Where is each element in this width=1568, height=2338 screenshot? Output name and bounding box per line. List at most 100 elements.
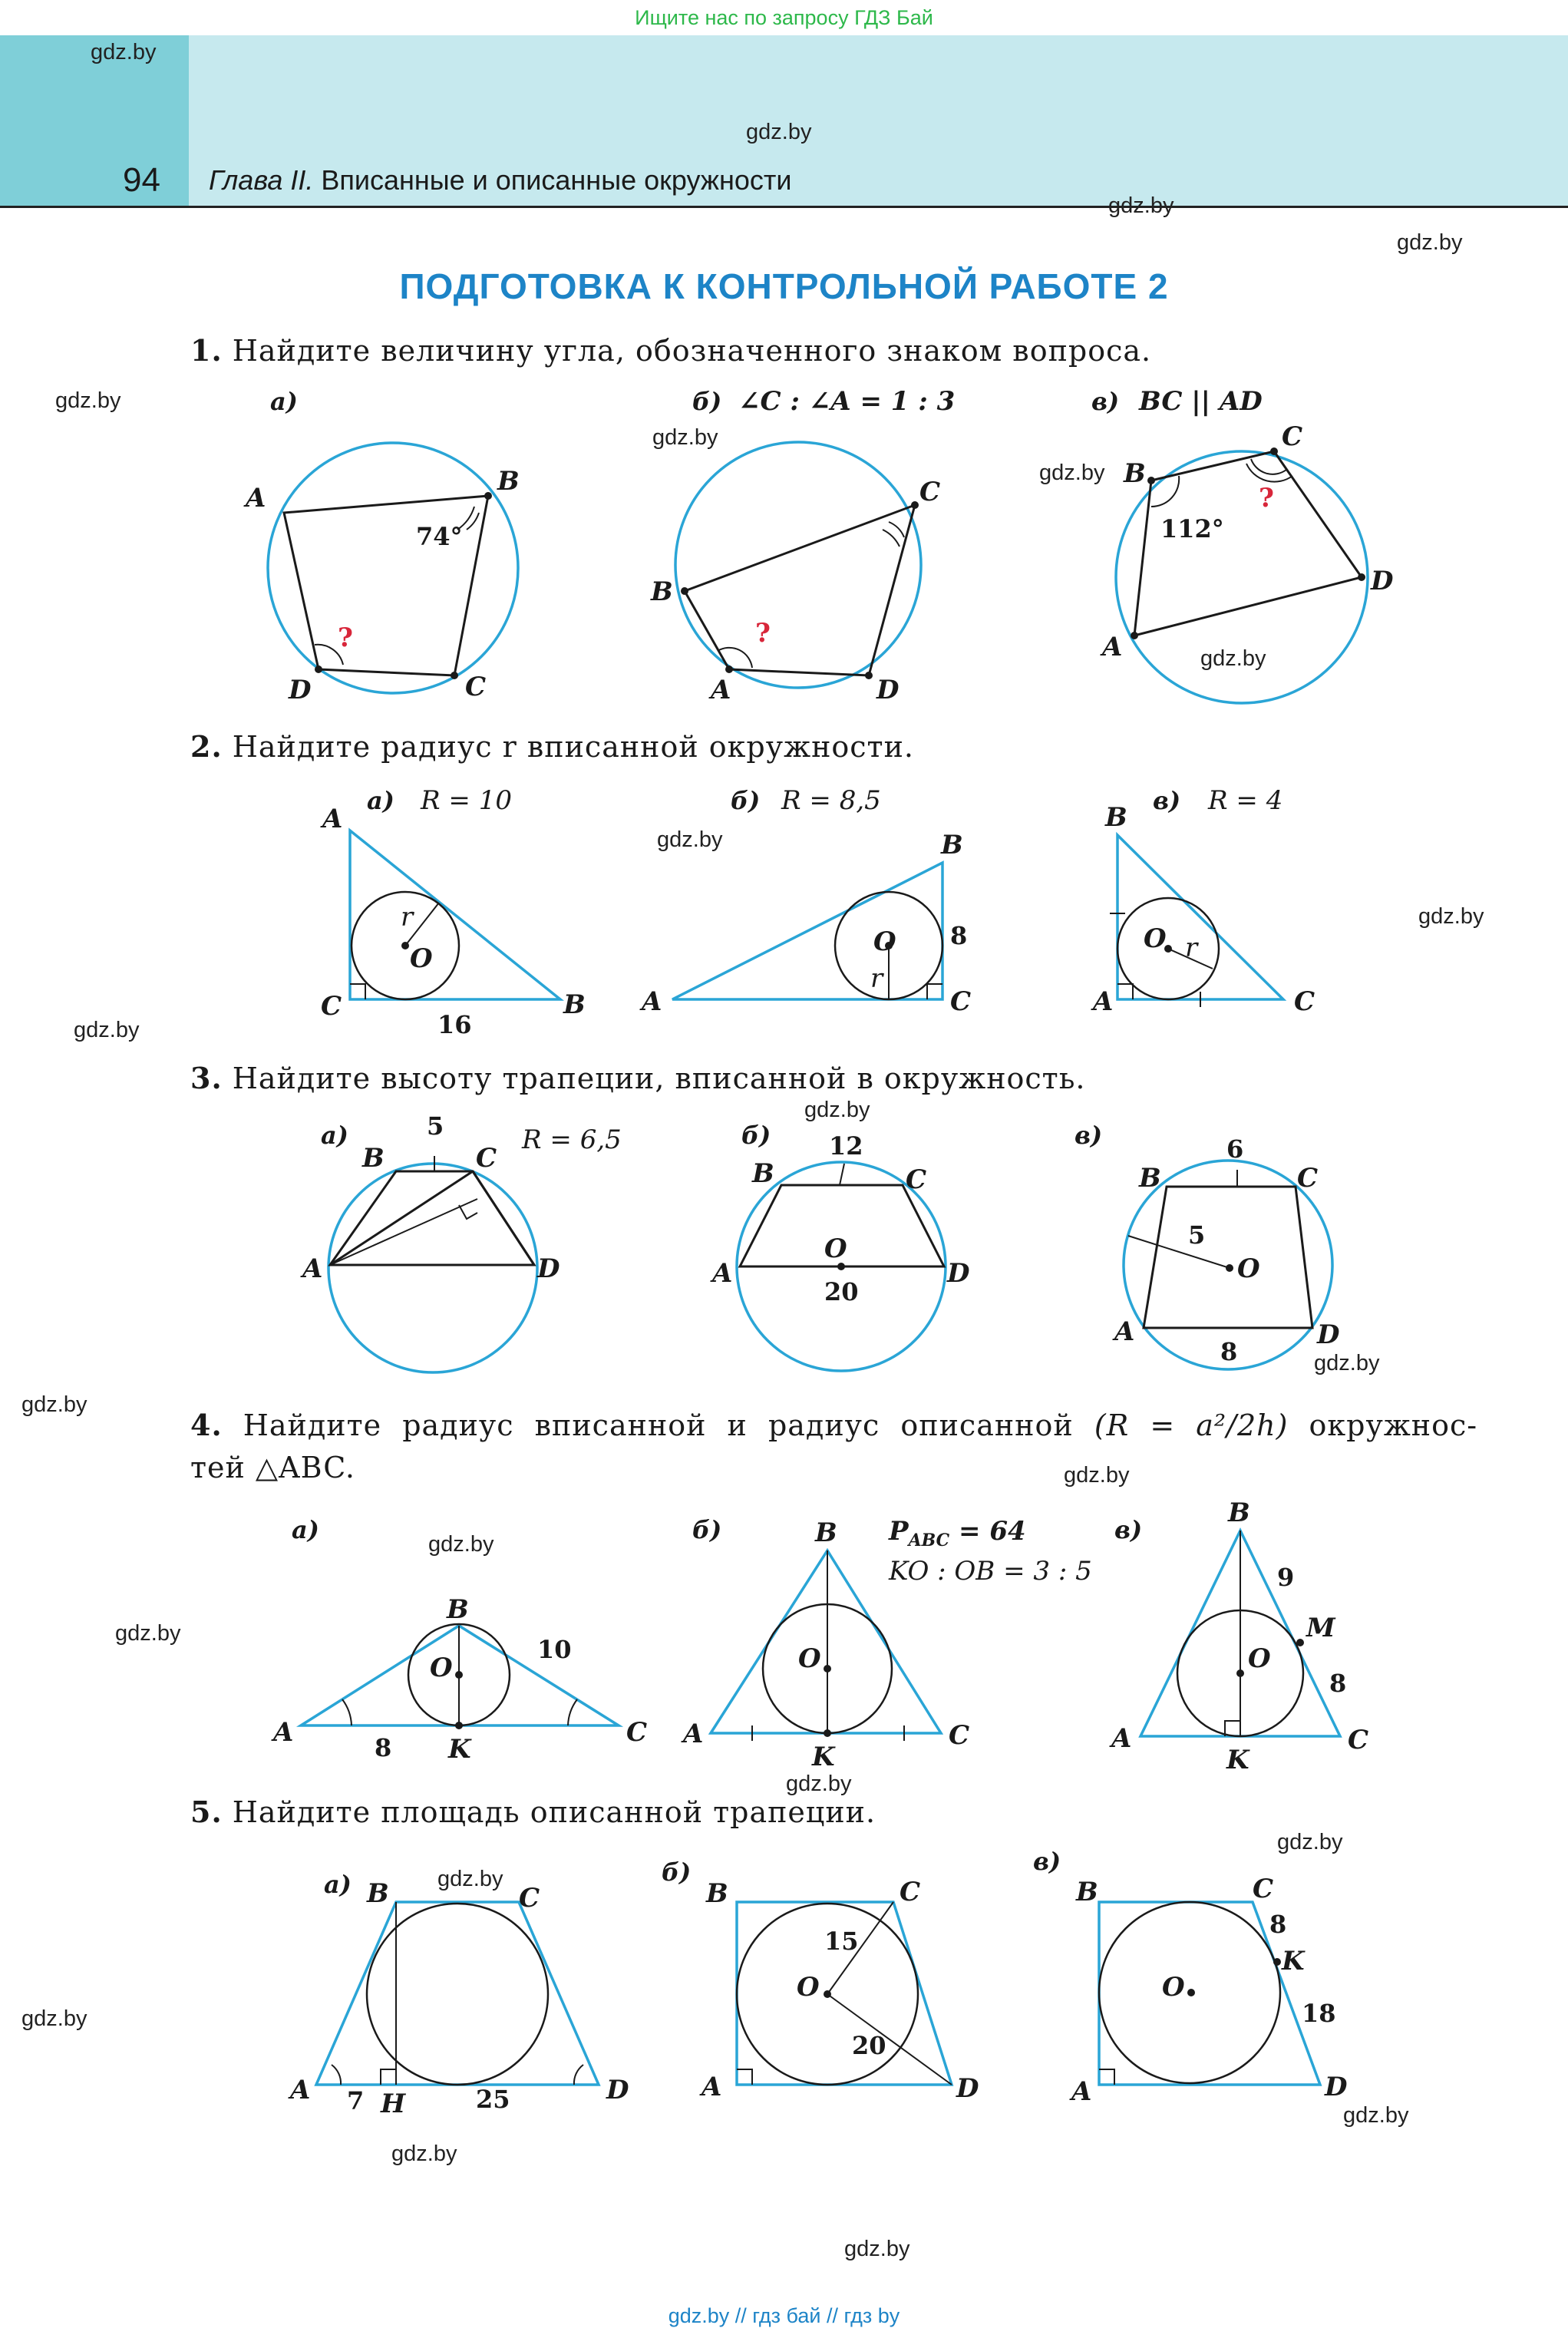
side-length: 10 (537, 1635, 572, 1664)
watermark: gdz.by (1108, 193, 1174, 218)
watermark: gdz.by (437, 1867, 503, 1891)
svg-text:C: C (1294, 986, 1315, 1017)
task-text: Найдите площадь описанной трапеции. (232, 1795, 876, 1829)
watermark: gdz.by (804, 1098, 870, 1122)
bottom-base: 20 (824, 1277, 859, 1306)
svg-text:D: D (288, 675, 312, 705)
task-text: Найдите величину угла, обозначенного зна… (232, 334, 1152, 368)
condition: BC || AD (1138, 386, 1263, 417)
figure-3a: а) R = 6,5 B C A D 5 (300, 1111, 622, 1374)
top-base: 6 (1226, 1134, 1243, 1164)
angle-value: 74° (416, 522, 463, 551)
svg-text:O: O (1237, 1253, 1260, 1284)
bottom-base: 8 (1220, 1337, 1237, 1366)
condition: R = 6,5 (521, 1124, 622, 1155)
figure-5c: в) B C A D O K 8 18 (1033, 1847, 1348, 2107)
section-title: ПОДГОТОВКА К КОНТРОЛЬНОЙ РАБОТЕ 2 (399, 266, 1169, 306)
watermark: gdz.by (1277, 1830, 1343, 1854)
part-label: б) (692, 387, 721, 416)
watermark: gdz.by (21, 1392, 87, 1417)
perimeter-symbol: P (888, 1516, 909, 1547)
watermark: gdz.by (1397, 230, 1463, 255)
figure-2a: а) R = 10 A C B O r 16 (320, 785, 586, 1039)
svg-text:C: C (919, 477, 940, 507)
svg-text:B: B (497, 466, 520, 497)
svg-text:A: A (1112, 1316, 1134, 1347)
base-length: 8 (375, 1733, 391, 1762)
watermark: gdz.by (1314, 1351, 1380, 1375)
condition: R = 4 (1207, 785, 1282, 816)
question-mark: ? (1259, 483, 1274, 514)
svg-text:A: A (710, 1258, 732, 1289)
figure-5b: б) B C A D O 15 20 (662, 1858, 979, 2104)
svg-text:A: A (681, 1719, 703, 1749)
figure-3c: в) B C A D O 6 5 8 (1074, 1121, 1340, 1371)
segment-oc: 15 (824, 1927, 859, 1956)
svg-text:O: O (1144, 923, 1167, 954)
segment-bm: 9 (1277, 1563, 1294, 1592)
svg-text:B: B (751, 1158, 774, 1189)
figure-2c: в) R = 4 B A C O r (1091, 785, 1315, 1017)
svg-text:C: C (1348, 1725, 1368, 1755)
svg-text:B: B (705, 1878, 728, 1909)
watermark: gdz.by (844, 2237, 910, 2261)
task-text: Найдите радиус r вписанной окружности. (232, 730, 914, 764)
segment-hd: 25 (476, 2085, 510, 2114)
svg-text:H: H (380, 2089, 407, 2119)
segment-od: 20 (852, 2031, 886, 2060)
svg-text:D: D (1324, 2072, 1348, 2102)
task-number: 4. (190, 1408, 223, 1442)
task-text: Найдите радиус вписанной и радиус описан… (243, 1408, 1074, 1442)
svg-text:B: B (361, 1143, 385, 1174)
question-mark: ? (755, 618, 771, 649)
svg-text:A: A (1069, 2076, 1091, 2107)
svg-text:K: K (1226, 1745, 1250, 1775)
svg-text:C: C (519, 1883, 540, 1914)
svg-text:A: A (1109, 1723, 1131, 1754)
segment-mc: 8 (1329, 1669, 1346, 1698)
watermark: gdz.by (1039, 461, 1105, 485)
svg-text:A: A (271, 1717, 293, 1748)
part-label: а) (321, 1121, 348, 1150)
svg-text:A: A (1091, 986, 1113, 1017)
svg-text:A: A (320, 804, 342, 834)
svg-text:A: A (708, 675, 731, 705)
svg-text:D: D (1370, 566, 1394, 596)
part-label: в) (1091, 387, 1119, 416)
svg-text:B: B (1227, 1498, 1250, 1528)
svg-text:A: A (699, 2072, 721, 2102)
task-1: 1. Найдите величину угла, обозначенного … (190, 333, 1151, 368)
ratio-condition: KO : OB = 3 : 5 (888, 1556, 1092, 1587)
part-label: б) (662, 1858, 691, 1887)
perimeter-condition: PABC = 64 (888, 1516, 1026, 1550)
svg-text:C: C (949, 1720, 969, 1751)
condition: ∠C : ∠A = 1 : 3 (738, 386, 955, 417)
svg-text:C: C (1253, 1874, 1273, 1904)
task-text-end: окружнос- (1309, 1408, 1478, 1442)
svg-text:D: D (1316, 1319, 1340, 1350)
part-label: а) (324, 1870, 352, 1899)
svg-text:M: M (1306, 1613, 1336, 1643)
watermark: gdz.by (428, 1532, 494, 1557)
radius-value: 5 (1188, 1220, 1205, 1250)
svg-text:D: D (956, 2073, 979, 2104)
task-number: 3. (190, 1061, 223, 1095)
task-2: 2. Найдите радиус r вписанной окружности… (190, 729, 914, 764)
watermark: gdz.by (55, 388, 121, 413)
svg-text:C: C (476, 1143, 497, 1174)
figure-4a: а) B A C K O 10 8 (271, 1515, 647, 1765)
part-label: а) (270, 387, 298, 416)
part-label: в) (1153, 786, 1180, 815)
side-length: 8 (950, 921, 967, 950)
task-3: 3. Найдите высоту трапеции, вписанной в … (190, 1061, 1085, 1095)
condition: R = 8,5 (781, 785, 881, 816)
svg-text:K: K (811, 1742, 836, 1772)
svg-text:K: K (447, 1734, 472, 1765)
watermark: gdz.by (1200, 646, 1266, 671)
figure-1c: в) BC || AD B C D A 112° ? (1091, 386, 1394, 705)
svg-text:C: C (950, 986, 971, 1017)
top-banner: Ищите нас по запросу ГДЗ Бай (635, 6, 933, 29)
svg-text:C: C (465, 672, 486, 702)
segment-ck: 8 (1269, 1910, 1286, 1939)
